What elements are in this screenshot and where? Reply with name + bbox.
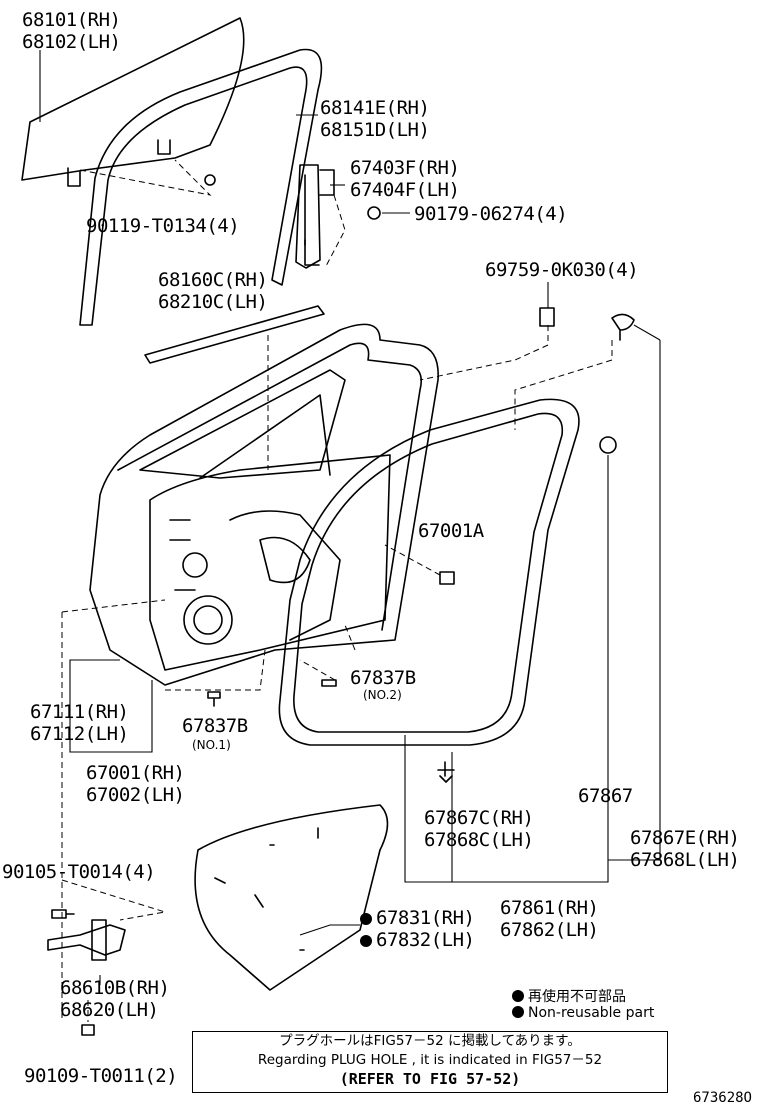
note-reference-link[interactable]: (REFER TO FIG 57-52) <box>339 1070 521 1088</box>
service-hole-cover <box>194 804 389 991</box>
sash-bracket <box>319 169 335 196</box>
label-cover-lh[interactable]: 67112(LH) <box>30 723 129 745</box>
label-run-channel-lh[interactable]: 68151D(LH) <box>320 119 430 141</box>
note-line-ja: プラグホールはFIG57－52 に掲載してあります。 <box>279 1033 581 1049</box>
label-clip-weather-lh[interactable]: 67868C(LH) <box>424 829 534 851</box>
window-glass <box>21 17 245 181</box>
door-sash <box>295 164 321 269</box>
label-clip-b1-sub: (NO.1) <box>192 738 231 752</box>
speaker-hole <box>183 595 233 645</box>
door-inner <box>149 454 391 671</box>
legend-en-text: Non-reusable part <box>528 1005 655 1021</box>
label-nut[interactable]: 90179-06274(4) <box>414 203 568 225</box>
label-clip-weather-rh[interactable]: 67867C(RH) <box>424 807 534 829</box>
label-clip-e-lh[interactable]: 67868L(LH) <box>630 849 740 871</box>
legend-en: Non-reusable part <box>512 1005 654 1021</box>
glass-bracket-right <box>157 139 171 155</box>
clip-top-right <box>611 313 635 341</box>
label-weatherstrip-rh[interactable]: 67861(RH) <box>500 897 599 919</box>
label-door-panel-lh[interactable]: 67002(LH) <box>86 784 185 806</box>
label-service-hole-cover-lh-text: 67832(LH) <box>376 929 475 951</box>
label-bolt-glass[interactable]: 90119-T0134(4) <box>86 215 240 237</box>
label-hole-plug[interactable]: 67001A <box>418 520 484 542</box>
belt-moulding <box>144 305 325 364</box>
label-sash-lh[interactable]: 67404F(LH) <box>350 179 460 201</box>
label-clip-top[interactable]: 69759-0K030(4) <box>485 259 639 281</box>
bolt-glass <box>204 174 216 186</box>
label-check-lh[interactable]: 68620(LH) <box>60 999 159 1021</box>
label-clip-b2-sub: (NO.2) <box>363 688 402 702</box>
clip-e <box>599 436 617 454</box>
label-run-channel-rh[interactable]: 68141E(RH) <box>320 97 430 119</box>
clip-top <box>539 307 555 327</box>
legend-dot <box>512 1006 524 1018</box>
door-panel <box>89 323 439 686</box>
bolt-check <box>51 909 75 919</box>
non-reusable-dot <box>360 913 372 925</box>
glass-bracket-left <box>67 167 81 187</box>
legend-dot <box>512 990 524 1002</box>
label-clip-plain[interactable]: 67867 <box>578 785 633 807</box>
label-clip-b2[interactable]: 67837B <box>350 667 416 689</box>
label-service-hole-cover-rh-text: 67831(RH) <box>376 907 475 929</box>
label-door-panel-rh[interactable]: 67001(RH) <box>86 762 185 784</box>
clip-b2 <box>321 679 337 687</box>
plug-hole-note: プラグホールはFIG57－52 に掲載してあります。 Regarding PLU… <box>192 1031 668 1093</box>
label-clip-e-rh[interactable]: 67867E(RH) <box>630 827 740 849</box>
label-bolt-bottom[interactable]: 90109-T0011(2) <box>24 1065 178 1087</box>
legend-ja: 再使用不可部品 <box>512 986 626 1006</box>
label-clip-b1[interactable]: 67837B <box>182 715 248 737</box>
note-line-en: Regarding PLUG HOLE , it is indicated in… <box>257 1052 603 1068</box>
illustration-code: 673628O <box>692 1090 752 1106</box>
legend-ja-text: 再使用不可部品 <box>528 989 626 1005</box>
label-window-glass-rh[interactable]: 68101(RH) <box>22 9 121 31</box>
nut <box>367 206 381 220</box>
label-bolt-check[interactable]: 90105-T0014(4) <box>2 861 156 883</box>
label-weatherstrip-lh[interactable]: 67862(LH) <box>500 919 599 941</box>
run-channel <box>79 48 323 326</box>
label-belt-moulding-lh[interactable]: 68210C(LH) <box>158 291 268 313</box>
door-check <box>47 924 126 956</box>
bolt-bottom <box>81 1024 95 1036</box>
label-belt-moulding-rh[interactable]: 68160C(RH) <box>158 269 268 291</box>
label-sash-rh[interactable]: 67403F(RH) <box>350 157 460 179</box>
weatherstrip <box>278 398 580 746</box>
hole-plug <box>439 571 455 585</box>
label-window-glass-lh[interactable]: 68102(LH) <box>22 31 121 53</box>
clip-b1 <box>207 691 221 707</box>
label-cover-rh[interactable]: 67111(RH) <box>30 701 129 723</box>
clip-weather <box>437 761 455 783</box>
non-reusable-dot <box>360 935 372 947</box>
label-service-hole-cover-rh[interactable]: 67831(RH) <box>360 907 475 929</box>
label-check-rh[interactable]: 68610B(RH) <box>60 977 170 999</box>
label-service-hole-cover-lh[interactable]: 67832(LH) <box>360 929 475 951</box>
